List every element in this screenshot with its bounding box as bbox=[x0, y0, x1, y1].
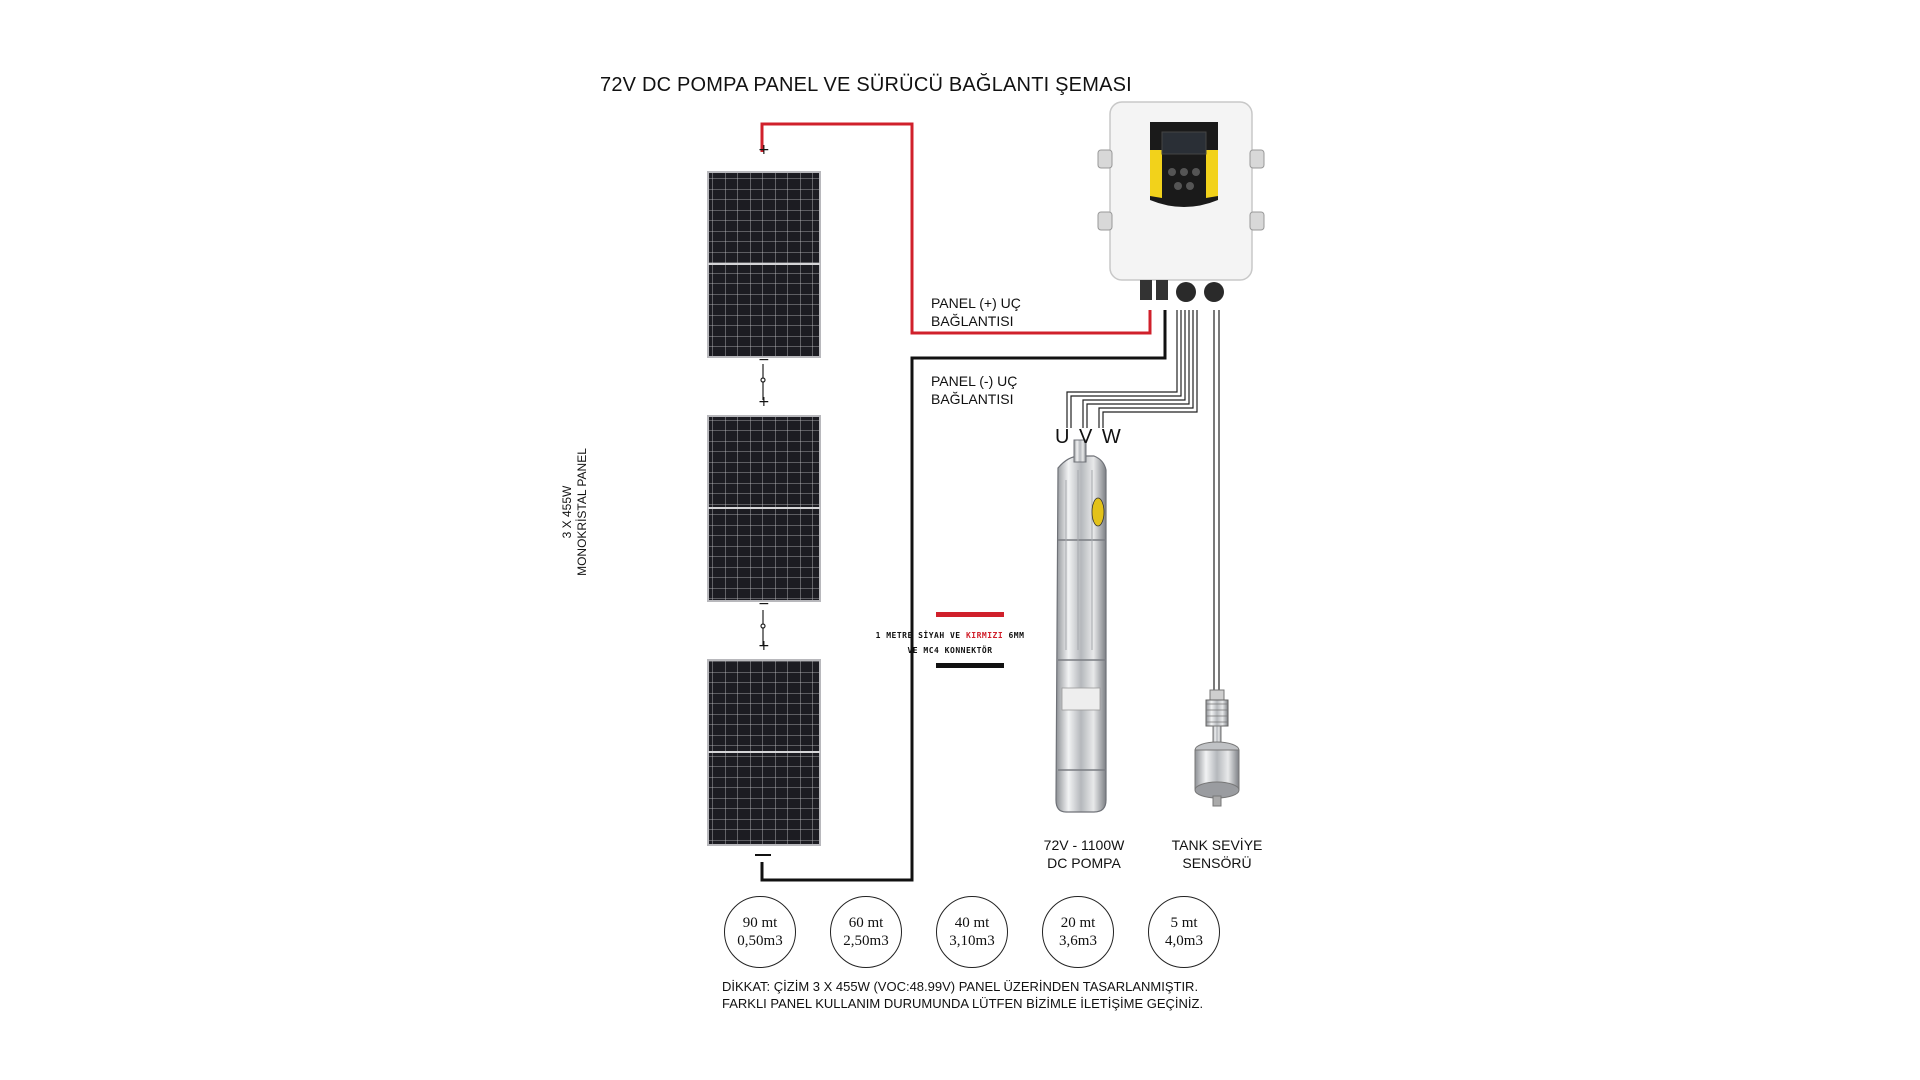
performance-flow: 2,50m3 bbox=[843, 933, 889, 949]
warning-note: DİKKAT: ÇİZİM 3 X 455W (VOC:48.99V) PANE… bbox=[722, 978, 1203, 1012]
cable-note-text-b: 6MM bbox=[1003, 631, 1025, 640]
cable-note-line1: 1 METRE SİYAH VE KIRMIZI 6MM bbox=[870, 628, 1030, 643]
positive-wire bbox=[760, 122, 1152, 335]
cable-note-red-text: KIRMIZI bbox=[965, 631, 1004, 640]
negative-connection-line2: BAĞLANTISI bbox=[931, 391, 1014, 407]
pump-label: 72V - 1100W DC POMPA bbox=[1034, 836, 1134, 872]
sensor-label-line2: SENSÖRÜ bbox=[1182, 855, 1252, 871]
sensor-label-line1: TANK SEVİYE bbox=[1171, 837, 1263, 853]
cable-note-line2: VE MC4 KONNEKTÖR bbox=[907, 646, 993, 655]
performance-head: 60 mt bbox=[848, 915, 884, 931]
solar-panel-2 bbox=[707, 415, 821, 602]
motor-phase-label: U V W bbox=[1055, 426, 1123, 448]
sensor-cable bbox=[1213, 310, 1220, 692]
performance-head: 5 mt bbox=[1170, 915, 1198, 931]
panel-array-label: 3 X 455W MONOKRİSTAL PANEL bbox=[560, 402, 590, 622]
pump-controller-icon bbox=[1097, 101, 1265, 302]
pump-label-line1: 72V - 1100W bbox=[1043, 837, 1125, 853]
performance-head: 20 mt bbox=[1060, 915, 1096, 931]
solar-panel-1 bbox=[707, 171, 821, 358]
warning-line2: FARKLI PANEL KULLANIM DURUMUNDA LÜTFEN B… bbox=[722, 996, 1204, 1011]
warning-line1: DİKKAT: ÇİZİM 3 X 455W (VOC:48.99V) PANE… bbox=[722, 979, 1199, 994]
performance-circle: 5 mt 4,0m3 bbox=[1148, 896, 1220, 968]
positive-connection-label: PANEL (+) UÇ BAĞLANTISI bbox=[931, 294, 1021, 330]
panel-array-label-line2: MONOKRİSTAL PANEL bbox=[575, 448, 589, 576]
plus-sign: + bbox=[758, 638, 770, 654]
negative-connection-line1: PANEL (-) UÇ bbox=[931, 373, 1018, 389]
cable-note: 1 METRE SİYAH VE KIRMIZI 6MM VE MC4 KONN… bbox=[870, 628, 1030, 658]
performance-circle: 20 mt 3,6m3 bbox=[1042, 896, 1114, 968]
panel-series-jumpers bbox=[755, 364, 771, 856]
minus-sign: − bbox=[758, 352, 770, 368]
submersible-pump-icon bbox=[1055, 439, 1107, 813]
negative-wire bbox=[760, 310, 1167, 882]
performance-circle: 40 mt 3,10m3 bbox=[936, 896, 1008, 968]
performance-head: 40 mt bbox=[954, 915, 990, 931]
cable-note-text-a: 1 METRE SİYAH VE bbox=[875, 631, 966, 640]
plus-sign: + bbox=[758, 142, 770, 158]
performance-flow: 3,10m3 bbox=[949, 933, 995, 949]
negative-connection-label: PANEL (-) UÇ BAĞLANTISI bbox=[931, 372, 1017, 408]
pump-label-line2: DC POMPA bbox=[1047, 855, 1121, 871]
performance-flow: 3,6m3 bbox=[1059, 933, 1097, 949]
plus-sign: + bbox=[758, 394, 770, 410]
positive-connection-line1: PANEL (+) UÇ bbox=[931, 295, 1021, 311]
performance-flow: 0,50m3 bbox=[737, 933, 783, 949]
performance-flow: 4,0m3 bbox=[1165, 933, 1203, 949]
minus-sign: − bbox=[758, 596, 770, 612]
positive-connection-line2: BAĞLANTISI bbox=[931, 313, 1014, 329]
performance-circle: 90 mt 0,50m3 bbox=[724, 896, 796, 968]
diagram-title: 72V DC POMPA PANEL VE SÜRÜCÜ BAĞLANTI ŞE… bbox=[600, 74, 1132, 96]
float-level-sensor-icon bbox=[1194, 689, 1240, 807]
motor-cable-uvw bbox=[1066, 310, 1198, 428]
sensor-label: TANK SEVİYE SENSÖRÜ bbox=[1162, 836, 1272, 872]
performance-head: 90 mt bbox=[742, 915, 778, 931]
cable-sample-bars bbox=[936, 612, 1004, 668]
solar-panel-3 bbox=[707, 659, 821, 846]
panel-array-label-line1: 3 X 455W bbox=[560, 485, 574, 539]
performance-circle: 60 mt 2,50m3 bbox=[830, 896, 902, 968]
